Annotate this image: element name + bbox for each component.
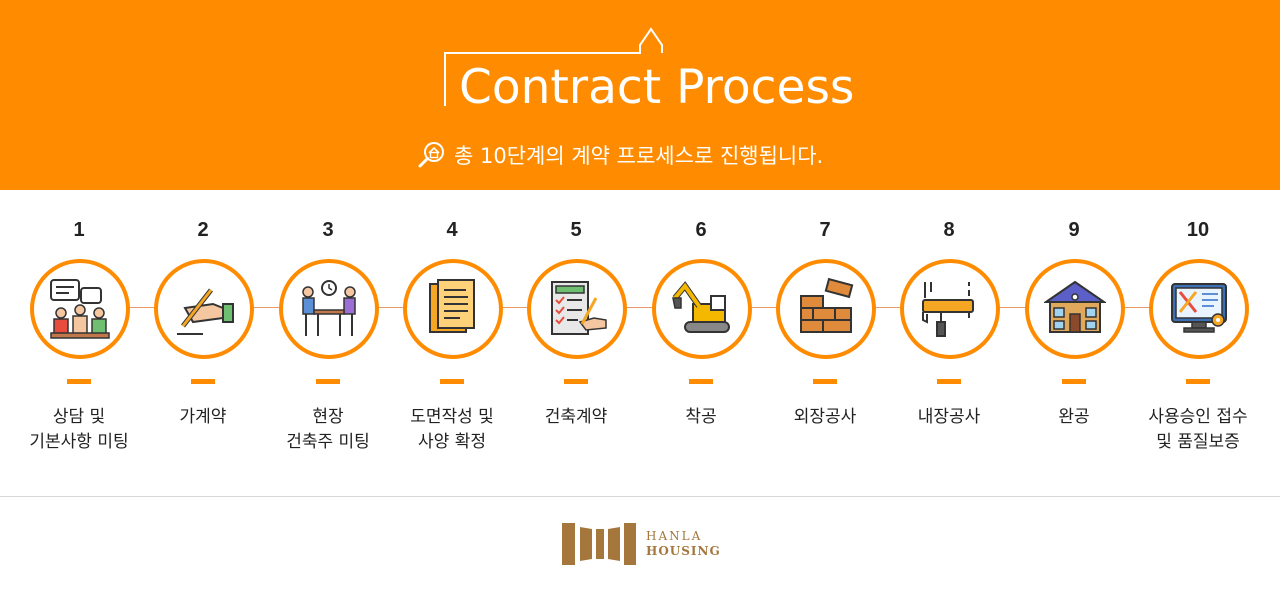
step-number: 9 bbox=[1068, 219, 1080, 241]
step-accent-bar bbox=[1062, 379, 1086, 384]
page-title: Contract Process bbox=[459, 60, 855, 115]
step-accent-bar bbox=[937, 379, 961, 384]
step-number: 1 bbox=[73, 219, 85, 241]
step-icon-circle bbox=[900, 259, 1000, 359]
step-number: 6 bbox=[695, 219, 707, 241]
checklist-icon bbox=[551, 281, 607, 335]
step-label: 완공 bbox=[1058, 407, 1090, 427]
footer-divider bbox=[0, 496, 1280, 497]
step-5: 5 건축계약 bbox=[511, 190, 641, 496]
document-icon bbox=[429, 279, 475, 333]
step-label: 내장공사 bbox=[917, 407, 981, 427]
step-8: 8 내장공사 bbox=[884, 190, 1014, 496]
step-label: 가계약 bbox=[179, 407, 227, 427]
step-icon-circle bbox=[1149, 259, 1249, 359]
step-number: 3 bbox=[322, 219, 334, 241]
subtitle-text: 총 10단계의 계약 프로세스로 진행됩니다. bbox=[454, 144, 824, 168]
step-6: 6 착공 bbox=[636, 190, 766, 496]
step-number: 7 bbox=[819, 219, 831, 241]
step-number: 10 bbox=[1186, 219, 1210, 241]
step-9: 9 완공 bbox=[1009, 190, 1139, 496]
step-2: 2 가계약 bbox=[138, 190, 268, 496]
consultation-icon bbox=[50, 279, 110, 339]
signing-icon bbox=[177, 288, 234, 335]
hanla-logo-icon bbox=[562, 523, 636, 565]
step-icon-circle bbox=[279, 259, 379, 359]
logo-line-1: HANLA bbox=[646, 529, 703, 543]
step-number: 4 bbox=[446, 219, 458, 241]
step-number: 8 bbox=[943, 219, 955, 241]
step-label: 외장공사 bbox=[793, 407, 857, 427]
brick-wall-icon bbox=[800, 278, 854, 333]
step-number: 5 bbox=[570, 219, 582, 241]
logo-line-2: HOUSING bbox=[646, 544, 721, 558]
step-icon-circle bbox=[154, 259, 254, 359]
meeting-icon bbox=[302, 280, 356, 336]
step-accent-bar bbox=[689, 379, 713, 384]
house-icon bbox=[1044, 280, 1106, 333]
step-icon-circle bbox=[652, 259, 752, 359]
step-icon-circle bbox=[776, 259, 876, 359]
step-icon-circle bbox=[1025, 259, 1125, 359]
subtitle: 총 10단계의 계약 프로세스로 진행됩니다. bbox=[418, 140, 823, 170]
search-house-icon bbox=[418, 142, 444, 168]
excavator-icon bbox=[672, 281, 730, 333]
step-icon-circle bbox=[403, 259, 503, 359]
header-banner: Contract Process 총 10단계의 계약 프로세스로 진행됩니다. bbox=[0, 0, 1280, 190]
paint-roller-icon bbox=[922, 282, 974, 337]
maintenance-icon bbox=[1171, 283, 1227, 333]
company-logo: HANLA HOUSING bbox=[562, 523, 721, 565]
step-accent-bar bbox=[813, 379, 837, 384]
steps-connector-line bbox=[80, 307, 1200, 308]
step-accent-bar bbox=[67, 379, 91, 384]
step-icon-circle bbox=[30, 259, 130, 359]
title-frame-decoration bbox=[444, 27, 663, 106]
step-number: 2 bbox=[197, 219, 209, 241]
step-accent-bar bbox=[191, 379, 215, 384]
step-accent-bar bbox=[440, 379, 464, 384]
step-accent-bar bbox=[1186, 379, 1210, 384]
step-accent-bar bbox=[316, 379, 340, 384]
step-label: 착공 bbox=[685, 407, 717, 427]
logo-wordmark: HANLA HOUSING bbox=[646, 529, 721, 559]
step-accent-bar bbox=[564, 379, 588, 384]
step-label: 건축계약 bbox=[544, 407, 608, 427]
step-icon-circle bbox=[527, 259, 627, 359]
step-7: 7 외장공사 bbox=[760, 190, 890, 496]
